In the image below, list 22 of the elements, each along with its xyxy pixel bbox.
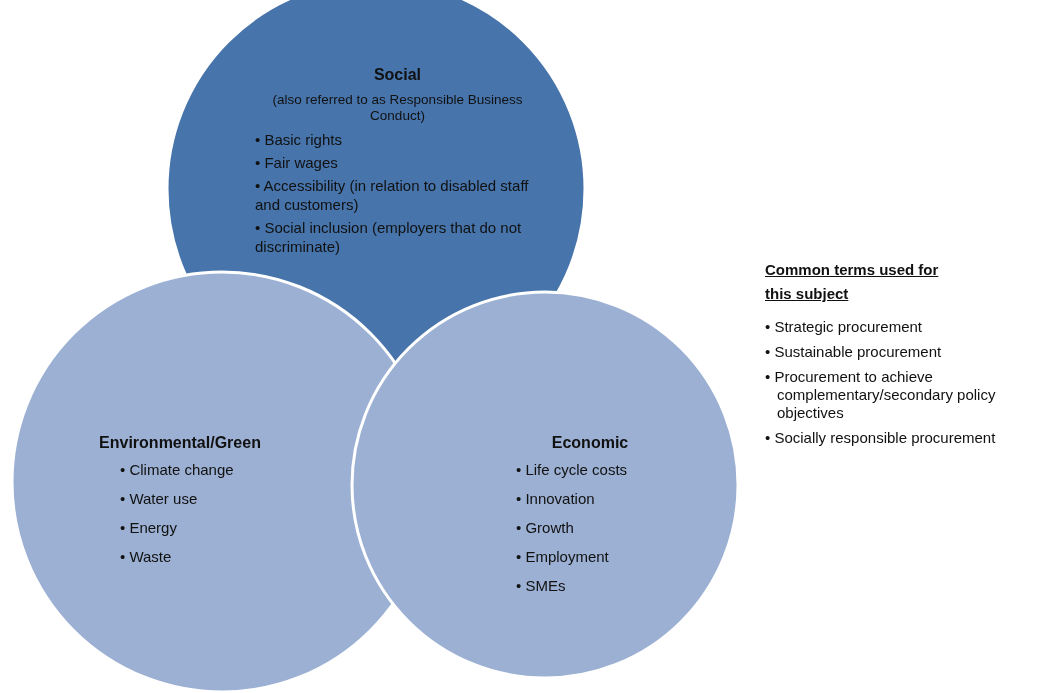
bullet-item: • Accessibility (in relation to disabled staff and customers) [255, 176, 530, 214]
bullet-item: • Water use [120, 489, 199, 508]
bullet-item: • Employment [516, 547, 610, 566]
bullet-item: • Growth [516, 518, 575, 537]
bullet-item: • Fair wages [255, 153, 339, 172]
bullet-item: • Waste [120, 547, 173, 566]
list-item: • Sustainable procurement [765, 343, 943, 361]
list-item: • Strategic procurement [765, 318, 923, 336]
circle-title: Environmental/Green [98, 433, 262, 452]
list-item: • Socially responsible procurement [765, 429, 997, 447]
bullet-item: • Energy [120, 518, 178, 537]
bullet-item: • Life cycle costs [516, 460, 629, 479]
bullet-item: • Social inclusion (employers that do not discriminate) [255, 218, 523, 256]
list-item: • Procurement to achieve complementary/secondary policy objectives [765, 368, 997, 422]
bullet-item: • SMEs [516, 576, 567, 595]
bullet-item: • Basic rights [255, 130, 343, 149]
bullet-item: • Climate change [120, 460, 235, 479]
circle-title: Social [372, 65, 423, 84]
circle-title: Economic [550, 433, 630, 452]
list-heading: Common terms used for this subject [765, 260, 940, 304]
subtitle-text: (also referred to as Responsible Business Conduct) [271, 92, 524, 124]
bullet-item: • Innovation [516, 489, 596, 508]
